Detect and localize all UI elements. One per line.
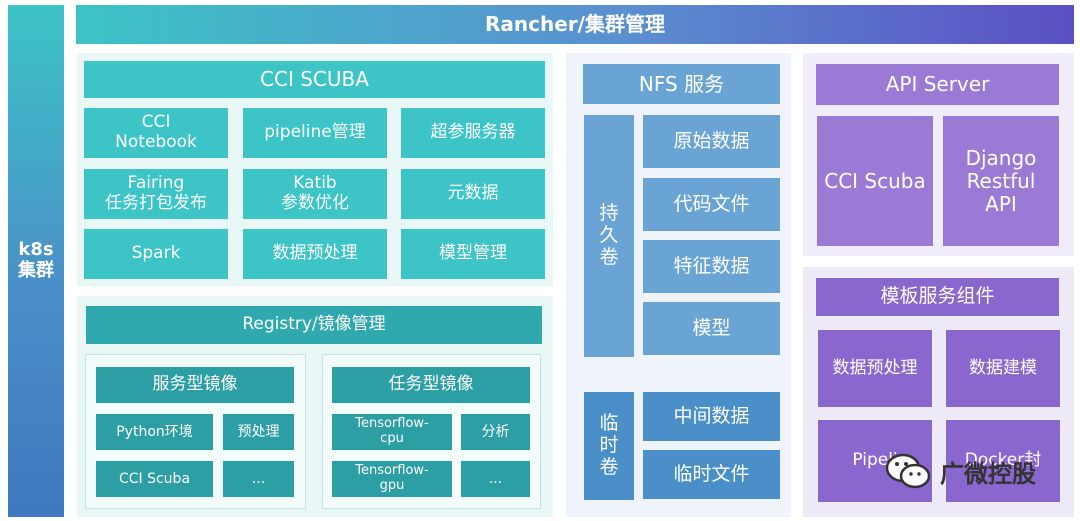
code-files-box: 代码文件 bbox=[643, 178, 780, 231]
raw-data-box: 原始数据 bbox=[643, 115, 780, 168]
model-box: 模型 bbox=[643, 302, 780, 355]
temp-volume-label: 临 时 卷 bbox=[584, 392, 634, 500]
template-docker-box: Docker封 bbox=[946, 420, 1060, 502]
cci-scuba-title: CCI SCUBA bbox=[84, 61, 545, 98]
k8s-cluster-bar: k8s 集群 bbox=[8, 5, 64, 517]
cci-scuba-image-box: CCI Scuba bbox=[96, 461, 213, 497]
more-task-images-box: ... bbox=[461, 461, 530, 497]
django-restful-api-box: Django Restful API bbox=[943, 116, 1059, 246]
data-preprocess-box: 数据预处理 bbox=[243, 229, 387, 279]
k8s-cluster-label: k8s 集群 bbox=[18, 239, 54, 281]
api-cci-scuba-box: CCI Scuba bbox=[817, 116, 933, 246]
cci-notebook-box: CCI Notebook bbox=[84, 108, 228, 158]
fairing-box: Fairing 任务打包发布 bbox=[84, 169, 228, 219]
temp-files-box: 临时文件 bbox=[643, 450, 780, 499]
watermark-text: 广微控股 bbox=[940, 459, 1036, 488]
analysis-box: 分析 bbox=[461, 414, 530, 450]
wechat-icon bbox=[885, 453, 931, 489]
service-images-title: 服务型镜像 bbox=[96, 367, 294, 403]
template-title: 模板服务组件 bbox=[816, 278, 1059, 316]
persistent-volume-label: 持 久 卷 bbox=[584, 115, 634, 357]
rancher-header: Rancher/集群管理 bbox=[76, 5, 1074, 44]
spark-box: Spark bbox=[84, 229, 228, 279]
preprocess-image-box: 预处理 bbox=[223, 414, 294, 450]
model-management-box: 模型管理 bbox=[401, 229, 545, 279]
katib-box: Katib 参数优化 bbox=[243, 169, 387, 219]
watermark: 广微控股 bbox=[884, 449, 1054, 493]
intermediate-data-box: 中间数据 bbox=[643, 392, 780, 441]
nfs-title: NFS 服务 bbox=[583, 64, 780, 104]
registry-title: Registry/镜像管理 bbox=[86, 306, 542, 344]
feature-data-box: 特征数据 bbox=[643, 240, 780, 293]
pipeline-management-box: pipeline管理 bbox=[243, 108, 387, 158]
template-modeling-box: 数据建模 bbox=[946, 330, 1060, 407]
rancher-title: Rancher/集群管理 bbox=[485, 12, 665, 36]
task-images-title: 任务型镜像 bbox=[332, 367, 530, 403]
api-server-title: API Server bbox=[816, 64, 1059, 105]
template-preprocess-box: 数据预处理 bbox=[818, 330, 932, 407]
tensorflow-cpu-box: Tensorflow- cpu bbox=[332, 414, 452, 450]
metadata-box: 元数据 bbox=[401, 169, 545, 219]
more-service-images-box: ... bbox=[223, 461, 294, 497]
hyperparam-server-box: 超参服务器 bbox=[401, 108, 545, 158]
python-env-box: Python环境 bbox=[96, 414, 213, 450]
tensorflow-gpu-box: Tensorflow- gpu bbox=[332, 461, 452, 497]
